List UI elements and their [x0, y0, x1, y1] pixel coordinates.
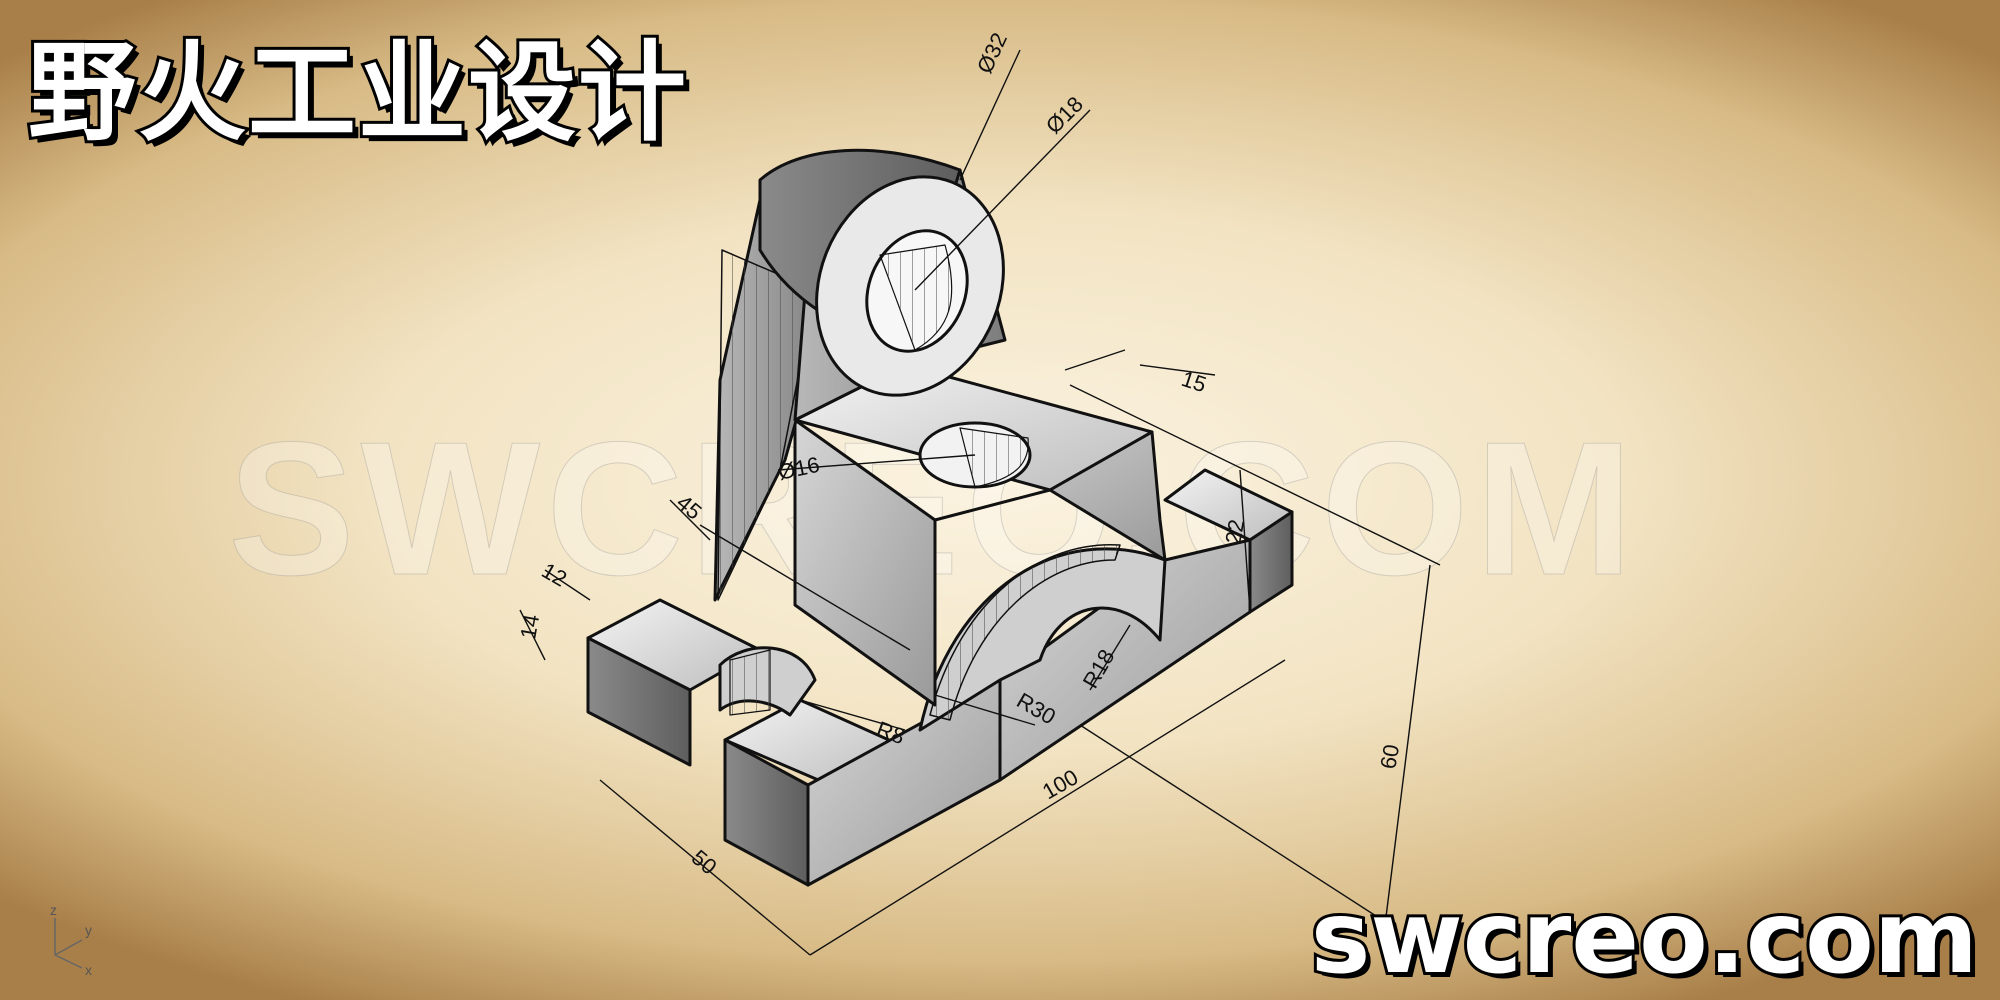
axis-z-label: z — [50, 902, 57, 918]
dim-width-50: 50 — [687, 845, 722, 880]
dim-height-60: 60 — [1375, 742, 1404, 770]
saddle-arch — [918, 547, 1167, 732]
dimension-lines — [519, 49, 1441, 956]
dim-length-100: 100 — [1038, 764, 1082, 804]
dim-angle-45: 45 — [672, 490, 707, 525]
center-hole-hatch — [959, 427, 1029, 488]
dim-diameter-18: Ø18 — [1041, 91, 1088, 138]
dim-diameter-32: Ø32 — [972, 29, 1012, 77]
dim-length-12: 12 — [538, 558, 572, 592]
slot-hatch — [729, 649, 771, 716]
center-block-left — [793, 418, 937, 707]
dim-height-14: 14 — [515, 612, 544, 640]
base-left-arm-end — [586, 636, 692, 767]
axis-triad — [54, 918, 83, 969]
center-block-front — [933, 430, 1167, 562]
arch-inner-hatch — [929, 544, 1121, 721]
axis-x-label: x — [85, 962, 92, 978]
site-url: swcreo.com — [1308, 876, 1981, 999]
dim-height-22: 22 — [1220, 517, 1249, 545]
brand-title: 野火工业设计 — [25, 28, 689, 159]
axis-y-label: y — [85, 922, 92, 938]
